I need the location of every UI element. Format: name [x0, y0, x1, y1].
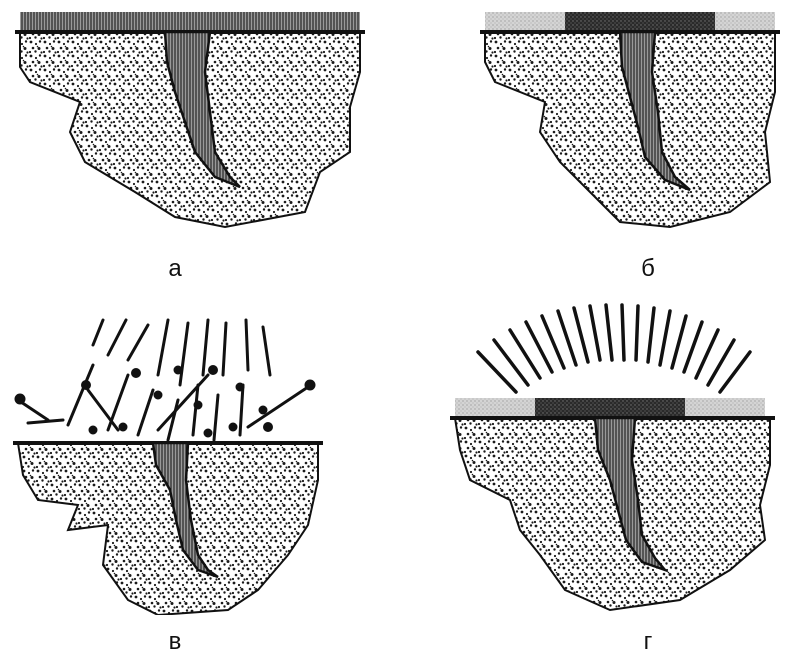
- panel-v-label: в: [155, 630, 195, 654]
- panel-g-drawing: [450, 300, 780, 620]
- panel-v-drawing: [8, 315, 328, 615]
- panel-v: [8, 315, 328, 615]
- panel-g-label: г: [628, 630, 668, 654]
- panel-b-light-shoulder-left: [485, 12, 565, 32]
- panel-v-droplet-shower: [16, 320, 314, 440]
- panel-a: [15, 12, 365, 232]
- panel-b-label: б: [628, 257, 668, 281]
- panel-g-radiant-arc: [478, 305, 750, 392]
- panel-g: [450, 300, 780, 620]
- panel-b: [480, 12, 780, 232]
- panel-b-drawing: [480, 12, 780, 232]
- panel-b-light-shoulder-right: [715, 12, 775, 32]
- panel-g-light-shoulder-left: [455, 398, 535, 418]
- panel-a-drawing: [15, 12, 365, 232]
- panel-b-dark-seal-band: [565, 12, 715, 32]
- panel-a-surface-band: [20, 12, 360, 32]
- panel-g-light-shoulder-right: [685, 398, 765, 418]
- panel-a-label: а: [155, 257, 195, 281]
- panel-g-dark-seal-band: [535, 398, 685, 418]
